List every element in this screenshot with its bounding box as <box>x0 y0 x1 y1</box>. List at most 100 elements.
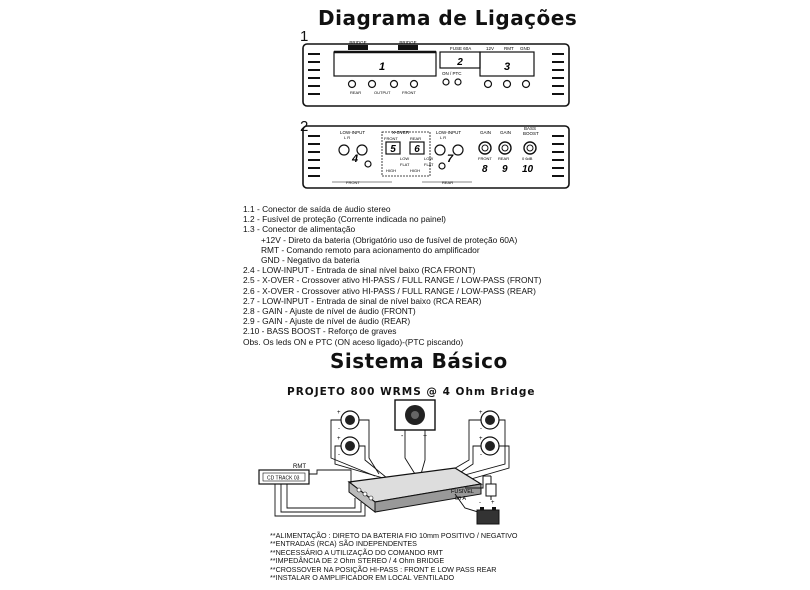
rca-rear-r <box>452 144 464 156</box>
amplifier-controls <box>356 487 374 501</box>
panel1-vents-right <box>552 53 564 95</box>
power-connector <box>479 51 535 77</box>
rca-cables <box>274 469 366 517</box>
label-9: 9 <box>502 164 508 175</box>
flat-label: FLAT <box>400 162 410 167</box>
note-2: **ENTRADAS (RCA) SÃO INDEPENDENTES <box>270 539 417 549</box>
led-ptc <box>454 78 462 86</box>
panel2-diagram: LOW-INPUT L R 4 X-OVER FRONT REAR 5 6 LO… <box>302 125 570 189</box>
note-1: **ALIMENTAÇÃO : DIRETO DA BATERIA FIO 10… <box>270 531 518 540</box>
svg-text:-: - <box>480 426 482 432</box>
note-3: **NECESSÁRIO A UTILIZAÇÃO DO COMANDO RMT <box>270 547 443 557</box>
low-input-front-label: LOW-INPUT <box>340 130 365 135</box>
boost-label: BOOST <box>523 131 539 136</box>
panel2-front-bottom: FRONT <box>346 180 360 185</box>
legend-line-4: +12V - Direto da bateria (Obrigatório us… <box>261 234 518 245</box>
label-6: 6 <box>414 144 420 155</box>
legend-line-8: 2.5 - X-OVER - Crossover ativo HI-PASS /… <box>243 275 542 286</box>
label-5: 5 <box>390 144 396 155</box>
label-3: 3 <box>504 61 510 73</box>
label-8: 8 <box>482 164 488 175</box>
rca-front-r <box>356 144 368 156</box>
v12-label: 12V <box>486 46 494 51</box>
label-1: 1 <box>379 61 385 73</box>
legend-line-5: RMT - Comando remoto para acionamento do… <box>261 244 480 255</box>
panel2-border <box>302 125 570 189</box>
svg-text:-: - <box>338 426 340 432</box>
fuse-wire-label-1: FUSÍVEL <box>451 488 474 495</box>
panel1-border <box>302 43 570 107</box>
power-terminals <box>483 79 531 89</box>
note-5: **CROSSOVER NA POSIÇÃO HI-PASS : FRONT E… <box>270 564 497 574</box>
gain-front-label: GAIN <box>480 130 491 135</box>
bass-db-label: 0 6dB <box>522 156 533 161</box>
svg-text:-: - <box>480 452 482 458</box>
notes: **ALIMENTAÇÃO : DIRETO DA BATERIA FIO 10… <box>270 531 518 583</box>
speaker-rear-left-icon: + - <box>337 436 360 458</box>
panel2-vents-right <box>552 135 564 177</box>
high-label-2: HIGH <box>410 168 420 173</box>
speaker-front-left-icon: + - <box>337 410 360 432</box>
panel2-vents-left <box>308 135 320 177</box>
low-input-rear-label: LOW-INPUT <box>436 130 461 135</box>
on-ptc-label: ON / PTC <box>442 71 462 76</box>
gain-rear-knob <box>498 141 512 155</box>
legend-line-14: Obs. Os leds ON e PTC (ON aceso ligado)-… <box>243 336 464 347</box>
xover-rear-switch <box>409 141 425 155</box>
legend: 1.1 - Conector de saída de áudio stereo … <box>243 204 541 347</box>
low-label-2: LOW <box>424 156 433 161</box>
bass-boost-knob <box>523 141 537 155</box>
legend-line-6: GND - Negativo da bateria <box>261 255 360 266</box>
legend-line-10: 2.7 - LOW-INPUT - Entrada de sinal de ní… <box>243 295 482 306</box>
svg-text:+: + <box>337 410 341 416</box>
legend-line-12: 2.9 - GAIN - Ajuste de nível de áudio (R… <box>243 316 411 327</box>
gain-front-knob <box>478 141 492 155</box>
lr-rear-label: L R <box>440 135 446 140</box>
svg-text:-: - <box>338 452 340 458</box>
project-title: PROJETO 800 WRMS @ 4 Ohm Bridge <box>287 386 536 398</box>
panel2-rear-bottom: REAR <box>442 180 453 185</box>
panel1-diagram: BRIDGE BRIDGE 1 REAR OUTPUT FRONT FUSE 6… <box>302 40 570 107</box>
xover-front-label: FRONT <box>384 136 398 141</box>
sub-minus: - <box>401 433 404 440</box>
svg-text:+: + <box>479 436 483 442</box>
legend-line-9: 2.6 - X-OVER - Crossover ativo HI-PASS /… <box>243 285 536 296</box>
basic-system-title: Sistema Básico <box>330 349 508 373</box>
bridge-right-marker <box>398 45 418 50</box>
bridge-left-label: BRIDGE <box>349 40 366 45</box>
note-6: **INSTALAR O AMPLIFICADOR EM LOCAL VENTI… <box>270 573 455 583</box>
xover-rear-label: REAR <box>410 136 421 141</box>
label-4: 4 <box>351 153 358 165</box>
main-title: Diagrama de Ligações <box>318 6 578 30</box>
label-7: 7 <box>447 153 454 165</box>
speaker-rear-right-icon: + - <box>479 436 500 458</box>
flat-label-2: FLAT <box>424 162 434 167</box>
battery-minus: - <box>479 500 481 506</box>
xover-front-switch <box>385 141 401 155</box>
high-label: HIGH <box>386 168 396 173</box>
note-4: **IMPEDÂNCIA DE 2 Ohm STEREO / 4 Ohm BRI… <box>270 556 445 566</box>
lr-front-label: L R <box>344 135 350 140</box>
legend-line-1: 1.1 - Conector de saída de áudio stereo <box>243 204 391 214</box>
gain-rear-sub: REAR <box>498 156 509 161</box>
bass-label: BASS <box>524 126 536 131</box>
fuse-wire-label-2: 60 A <box>455 496 466 502</box>
low-label: LOW <box>400 156 409 161</box>
legend-line-11: 2.8 - GAIN - Ajuste de nível de áudio (F… <box>243 306 416 317</box>
front-label: FRONT <box>402 90 416 95</box>
bridge-right-label: BRIDGE <box>399 40 416 45</box>
head-unit-display: CD TRACK 03 <box>267 476 300 482</box>
rmt-wire-label: RMT <box>293 464 306 470</box>
rca-front-l <box>338 144 350 156</box>
xover-label: X-OVER <box>392 130 410 135</box>
led-on <box>442 78 450 86</box>
fuse-label: FUSE 60A <box>450 46 471 51</box>
gain-rear-label: GAIN <box>500 130 511 135</box>
svg-text:+: + <box>337 436 341 442</box>
legend-line-3: 1.3 - Conector de alimentação <box>243 224 356 235</box>
rear-label: REAR <box>350 90 361 95</box>
gnd-label: GND <box>520 46 531 51</box>
output-label: OUTPUT <box>374 90 391 95</box>
panel1-vents-left <box>308 53 320 95</box>
legend-line-7: 2.4 - LOW-INPUT - Entrada de sinal nível… <box>243 265 476 276</box>
